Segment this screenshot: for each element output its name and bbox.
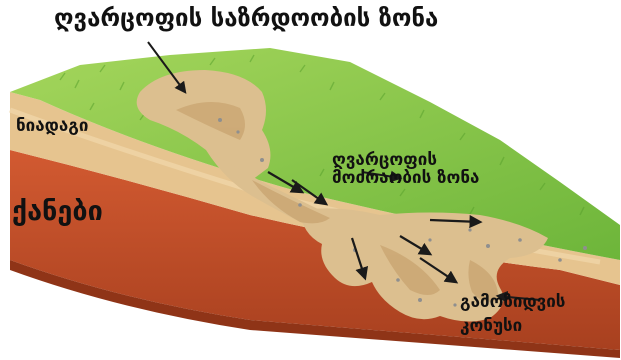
label-soil: ნიადაგი: [16, 118, 88, 136]
label-rocks: ქანები: [12, 198, 103, 226]
label-fan-line1: გამოზიდვის: [460, 294, 565, 312]
label-movement-zone: ღვარცოფის მოძრაობის ზონა: [332, 152, 479, 188]
label-movement-zone-line2: მოძრაობის ზონა: [332, 170, 479, 188]
label-fan-line2: კონუსი: [460, 312, 565, 336]
label-source-zone: ღვარცოფის საზრდოობის ზონა: [54, 6, 438, 31]
label-fan: გამოზიდვის კონუსი: [460, 294, 565, 336]
